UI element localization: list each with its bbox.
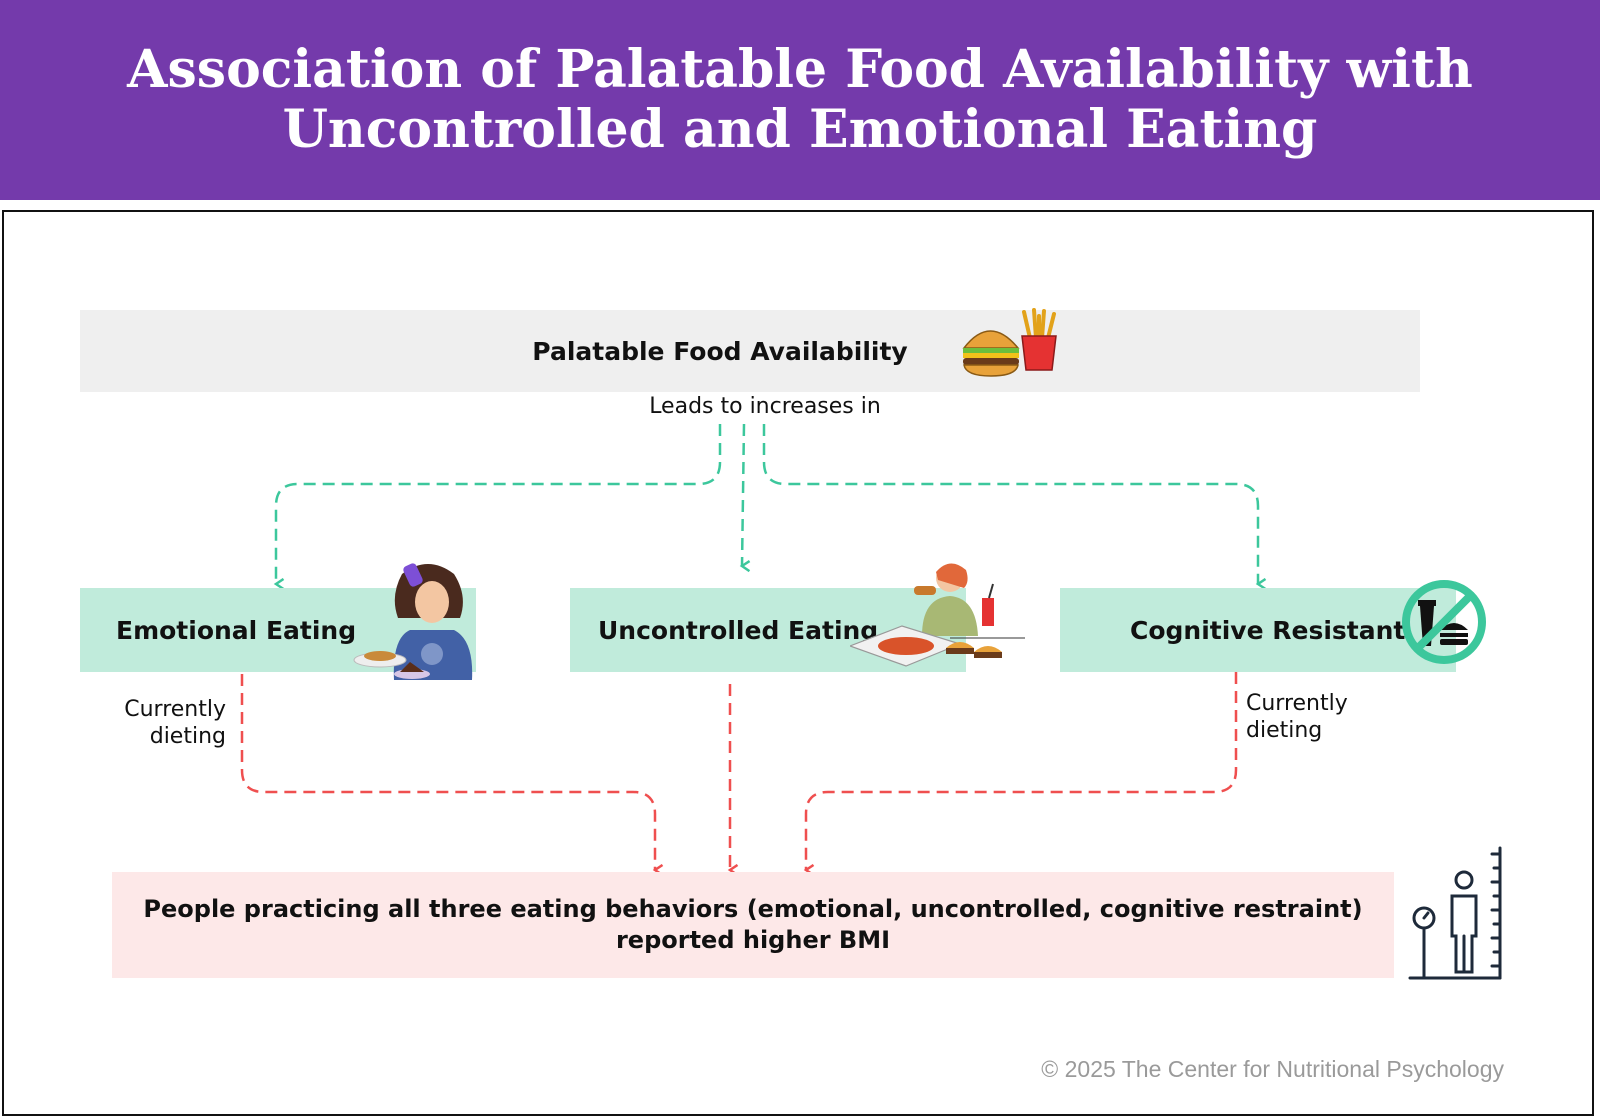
outcome-box: People practicing all three eating behav… [112,872,1394,978]
title-line-2: Uncontrolled and Emotional Eating [282,99,1318,160]
dieting-left-line-1: Currently [124,697,226,722]
emotional-eating-label: Emotional Eating [116,615,357,645]
arrow-cognitive-to-outcome [803,672,1238,877]
dieting-right-line-1: Currently [1246,691,1348,716]
dieting-right-line-2: dieting [1246,718,1323,743]
header-banner: Association of Palatable Food Availabili… [0,0,1600,200]
title-line-1: Association of Palatable Food Availabili… [127,39,1473,100]
source-label: Palatable Food Availability [532,336,908,366]
currently-dieting-label-left: Currently dieting [100,696,226,750]
cognitive-resistant-label: Cognitive Resistant [1130,615,1406,645]
outcome-line-2: reported higher BMI [615,926,891,954]
dieting-left-line-2: dieting [149,724,226,749]
arrow-to-cognitive [762,424,1267,591]
source-box: Palatable Food Availability [80,310,1420,392]
leads-to-label: Leads to increases in [649,394,881,419]
arrow-to-uncontrolled [739,423,751,573]
no-fast-food-icon [1402,580,1486,664]
diagram-frame [2,210,1594,1116]
uncontrolled-eating-label: Uncontrolled Eating [598,615,879,645]
copyright-notice: © 2025 The Center for Nutritional Psycho… [1041,1056,1504,1082]
outcome-line-1: People practicing all three eating behav… [143,895,1363,923]
arrow-to-emotional [273,424,722,591]
cognitive-resistant-box: Cognitive Resistant [1060,588,1456,672]
sad-woman-with-food-icon [353,563,473,680]
woman-eating-fast-food-icon [850,563,1025,667]
arrow-emotional-to-outcome [240,674,664,877]
page-title: Association of Palatable Food Availabili… [80,40,1520,160]
currently-dieting-label-right: Currently dieting [1246,690,1386,744]
height-scale-person-icon [1408,846,1502,980]
burger-and-fries-icon [962,308,1057,377]
